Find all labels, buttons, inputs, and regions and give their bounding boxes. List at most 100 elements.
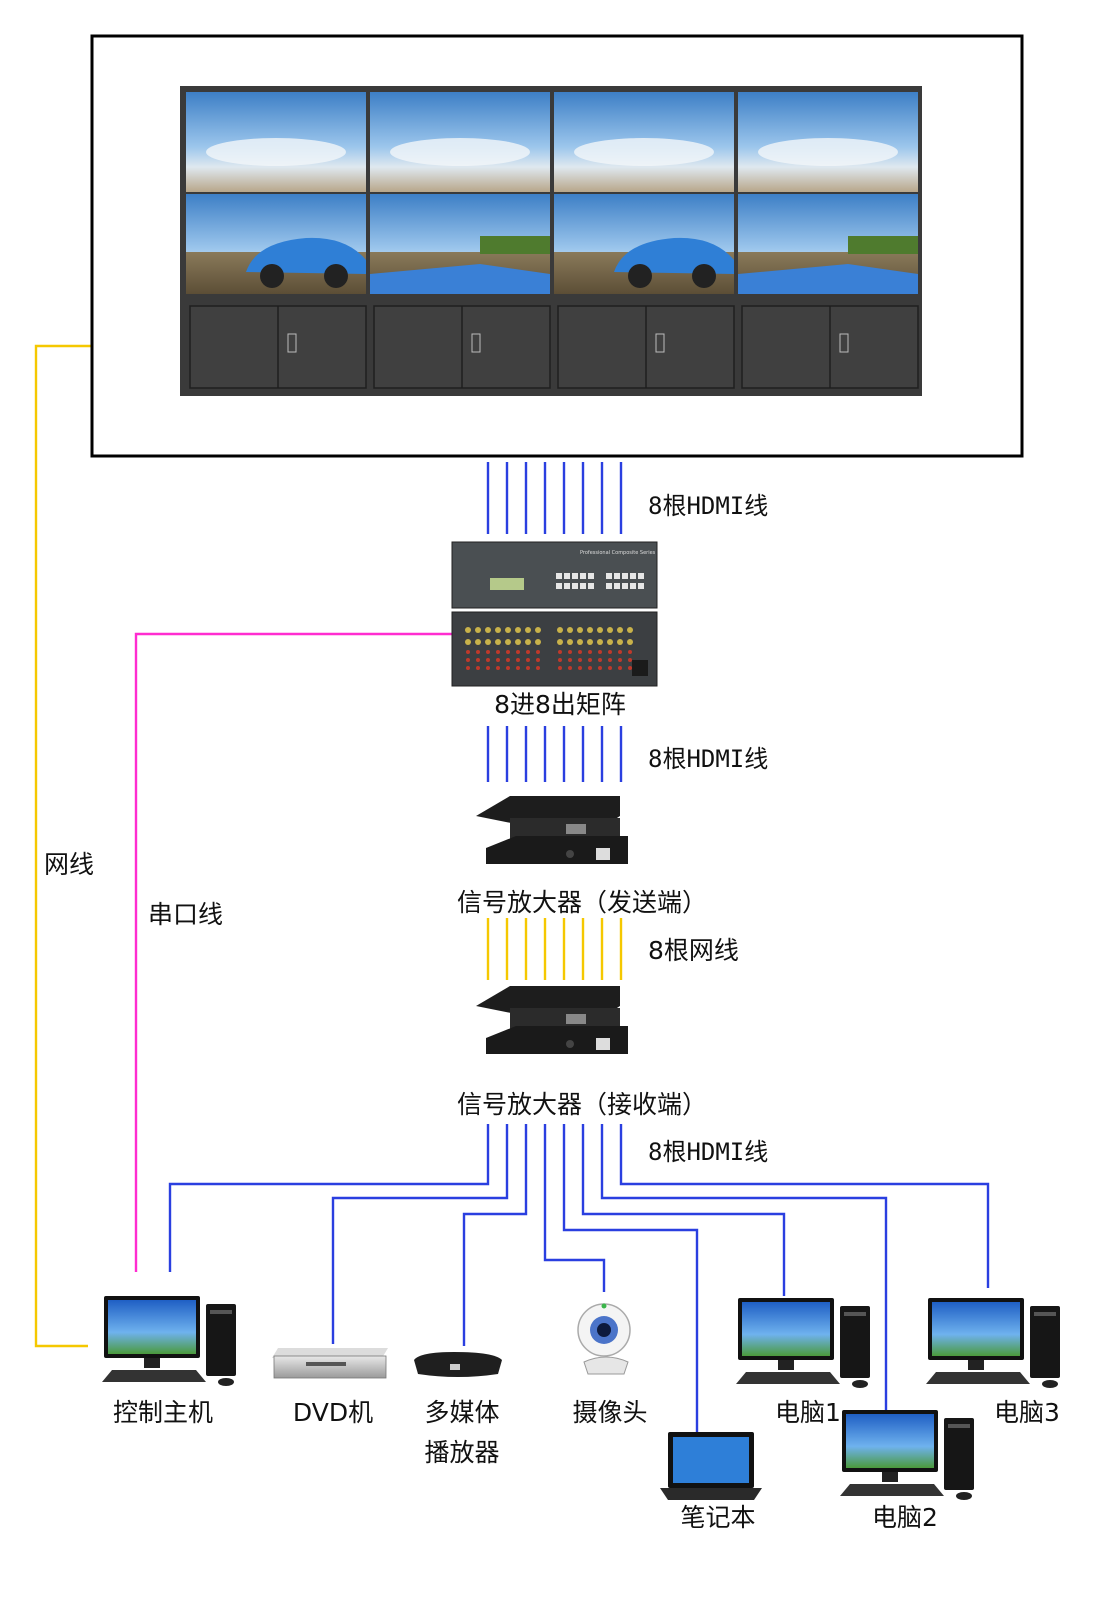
keyboard — [736, 1372, 840, 1384]
matrix-connector — [597, 639, 603, 645]
serial-control-line — [134, 632, 452, 1272]
matrix-rca — [496, 650, 500, 654]
hdmi-mid-label: 8根HDMI线 — [648, 745, 769, 773]
hdmi-extender-sender-icon — [476, 796, 628, 864]
desktop-computer-icon-pc1 — [736, 1298, 870, 1388]
matrix-button — [588, 583, 594, 589]
pc-drive-bay — [844, 1312, 866, 1316]
monitor-screen — [108, 1300, 196, 1354]
car-wheel — [324, 264, 348, 288]
video-wall-screen — [554, 92, 734, 192]
matrix-rca — [466, 666, 470, 670]
matrix-button — [630, 573, 636, 579]
extender-rj45-port — [596, 848, 610, 860]
matrix-rca — [608, 658, 612, 662]
webcam-led — [601, 1303, 607, 1309]
video-wall-cabinet — [741, 305, 919, 389]
matrix-button — [630, 583, 636, 589]
pc3-label: 电脑3 — [994, 1398, 1060, 1427]
matrix-rca — [588, 658, 592, 662]
media-box-port — [450, 1364, 460, 1370]
serial-line-label: 串口线 — [148, 900, 224, 929]
matrix-connector — [505, 639, 511, 645]
matrix-connector — [567, 627, 573, 633]
matrix-connector — [525, 627, 531, 633]
matrix-rca — [496, 666, 500, 670]
camera-label: 摄像头 — [572, 1398, 648, 1427]
matrix-button — [572, 573, 578, 579]
desktop-computer-icon-control-host — [102, 1296, 236, 1386]
matrix-rca — [558, 658, 562, 662]
matrix-button — [606, 573, 612, 579]
matrix-rca — [598, 666, 602, 670]
matrix-button — [556, 583, 562, 589]
webcam-base — [583, 1356, 629, 1375]
cabinet-handle — [287, 333, 297, 353]
matrix-rca — [618, 658, 622, 662]
cable-to-control-host — [168, 1124, 490, 1272]
cloud — [390, 138, 530, 166]
pc-tower — [840, 1306, 870, 1378]
matrix-rca — [628, 658, 632, 662]
video-wall-cabinet — [189, 305, 367, 389]
matrix-rca — [578, 666, 582, 670]
matrix-rca — [618, 666, 622, 670]
matrix-rca — [466, 658, 470, 662]
matrix-button — [588, 573, 594, 579]
matrix-rca — [516, 666, 520, 670]
video-wall-screen — [554, 194, 734, 294]
pc1-label: 电脑1 — [775, 1398, 841, 1427]
matrix-rca — [608, 666, 612, 670]
matrix-rca — [588, 650, 592, 654]
matrix-rca — [558, 666, 562, 670]
dvd-front — [273, 1355, 387, 1379]
matrix-connector — [515, 639, 521, 645]
monitor-screen — [846, 1414, 934, 1468]
hdmi-extender-receiver-icon — [476, 986, 628, 1054]
pc-drive-bay — [1034, 1312, 1056, 1316]
media-player-label-1: 多媒体 — [424, 1398, 500, 1427]
matrix-connector — [535, 627, 541, 633]
matrix-connector — [465, 639, 471, 645]
matrix-rca — [496, 658, 500, 662]
matrix-rca — [536, 650, 540, 654]
matrix-connector — [627, 639, 633, 645]
cable-to-pc2 — [600, 1124, 888, 1410]
matrix-connector — [465, 627, 471, 633]
matrix-connector — [627, 627, 633, 633]
matrix-connector — [495, 627, 501, 633]
car-wheel — [628, 264, 652, 288]
matrix-rca — [526, 666, 530, 670]
hdmi-bottom-label: 8根HDMI线 — [648, 1138, 769, 1166]
monitor-screen — [742, 1302, 830, 1356]
monitor-stand — [778, 1360, 794, 1370]
pc-drive-bay — [210, 1310, 232, 1314]
matrix-button — [556, 573, 562, 579]
matrix-rca — [618, 650, 622, 654]
matrix-connector — [535, 639, 541, 645]
car-front — [370, 264, 550, 294]
matrix-lcd — [490, 578, 524, 590]
dvd-player-icon — [272, 1348, 388, 1379]
matrix-connector — [475, 639, 481, 645]
matrix-power — [632, 660, 648, 676]
matrix-button — [606, 583, 612, 589]
extender-hdmi-port — [566, 824, 586, 834]
pc-tower — [206, 1304, 236, 1376]
extender-hdmi-port — [566, 1014, 586, 1024]
matrix-connector — [485, 639, 491, 645]
matrix-rca — [476, 658, 480, 662]
matrix-rca — [598, 658, 602, 662]
pc-drive-bay — [948, 1424, 970, 1428]
extender-lower — [486, 1026, 628, 1054]
sender-label: 信号放大器（发送端） — [456, 888, 708, 917]
keyboard — [926, 1372, 1030, 1384]
matrix-rear-panel — [451, 611, 658, 687]
monitor-stand — [968, 1360, 984, 1370]
matrix-button — [572, 583, 578, 589]
matrix-rca — [526, 658, 530, 662]
matrix-button — [564, 583, 570, 589]
cabinet-handle — [839, 333, 849, 353]
matrix-switcher-icon: Professional Composite Series — [451, 541, 658, 687]
